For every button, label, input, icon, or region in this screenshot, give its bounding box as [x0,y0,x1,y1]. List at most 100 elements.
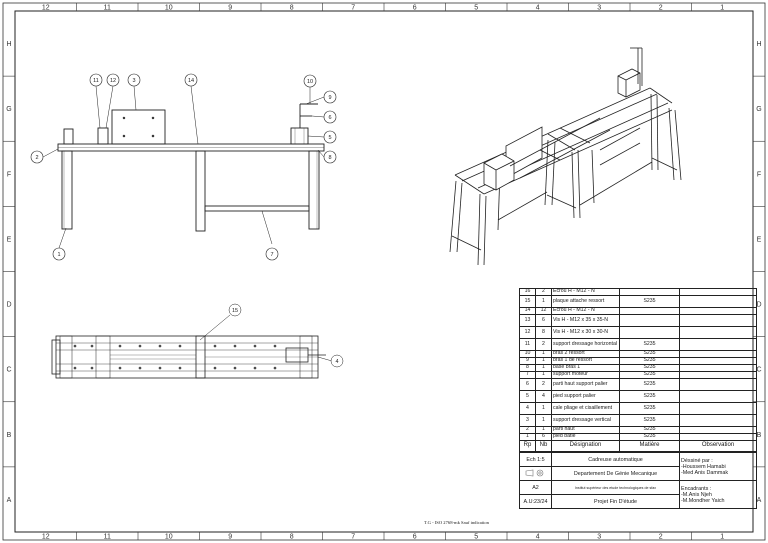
part-designation: Ecrou H - M12 - N [551,288,620,296]
balloon-3 [127,73,141,87]
part-designation: bras 2 ressort [551,350,620,358]
top-view-balloon-labels: 15 4 [232,308,339,365]
part-rp: 15 [519,295,536,308]
cartouche: Ech 1:5 Cadreuse automatique Déssiné par… [519,452,757,509]
balloon-4 [323,110,337,124]
row-label: E [757,236,762,243]
part-observation [679,364,757,372]
balloon-12 [106,73,120,87]
part-nb: 4 [535,390,552,403]
drawn-by-2: -Med Anis Dammak [681,469,729,476]
part-nb: 1 [535,414,552,427]
row-label: G [756,106,761,113]
part-nb: 1 [535,371,552,379]
part-observation [679,326,757,339]
part-rp: 6 [519,378,536,391]
column-label: 10 [165,5,173,12]
column-label: 11 [104,5,111,12]
part-rp: 2 [519,426,536,434]
header-nb: Nb [535,440,552,452]
part-designation: plaque attache ressort [551,295,620,308]
balloon-label-3: 3 [132,78,135,84]
leg-middle [195,150,206,232]
parts-list-header: Rp Nb Désignation Matière Observation [519,440,757,452]
part-observation [679,371,757,379]
column-label: 1 [720,5,724,12]
drawing-title: Cadreuse automatique [551,452,680,467]
part-observation [679,295,757,308]
part-matiere: S235 [619,295,680,308]
column-label: 12 [42,534,50,541]
part-rp: 10 [519,350,536,358]
front-leaders [42,85,325,249]
column-label: 4 [536,534,540,541]
balloon-label-14: 14 [188,78,194,84]
part-matiere: S235 [619,426,680,434]
part-matiere: S235 [619,338,680,351]
part-rp: 1 [519,433,536,441]
part-designation: Vis H - M12 x 35 x 35-N [551,314,620,327]
row-label: H [6,41,11,48]
row-label: H [756,41,761,48]
row-label: G [6,106,11,113]
part-nb: 1 [535,295,552,308]
column-label: 6 [413,534,417,541]
row-label: F [7,171,11,178]
balloon-label-8: 8 [328,155,331,161]
row-label: A [757,497,762,504]
column-label: 6 [413,5,417,12]
header-rp: Rp [519,440,536,452]
column-label: 8 [290,5,294,12]
front-balloon-labels: 1 2 3 6 5 7 8 9 10 11 12 14 [35,78,331,258]
sheet-format: A2 [519,480,552,495]
vertical-plate [111,109,166,145]
part-nb: 1 [535,350,552,358]
supervisor-2: -M.Mondher Yaich [681,497,725,504]
part-observation [679,390,757,403]
row-label: C [756,367,761,374]
balloon-label-7: 7 [270,252,273,258]
part-matiere [619,314,680,327]
row-label: F [757,171,761,178]
part-rp: 3 [519,414,536,427]
drawn-by: Déssiné par : -Houssem Hamabi -Med Anis … [679,452,757,481]
projection-symbol [519,466,552,481]
supervisors: Encadrants : -M.Anis Njeh -M.Mondher Yai… [679,480,757,509]
part-observation [679,357,757,365]
column-label: 9 [228,5,232,12]
front-view [57,103,325,232]
front-balloons [30,73,337,261]
part-matiere: S235 [619,357,680,365]
academic-year: A.U:23/24 [519,494,552,509]
part-nb: 2 [535,378,552,391]
institute: Institut supérieur des etude technologiq… [551,480,680,495]
column-label: 5 [474,534,478,541]
part-designation: Vis H - M12 x 30 x 30-N [551,326,620,339]
column-label: 8 [290,534,294,541]
part-designation: bras 1 de ressort [551,357,620,365]
part-nb: 1 [535,364,552,372]
column-label: 5 [474,5,478,12]
column-label: 9 [228,534,232,541]
isometric-view [449,47,682,266]
balloon-11 [89,73,103,87]
part-designation: Ecrou H - M12 - N [551,307,620,315]
part-designation: pied support palier [551,390,620,403]
part-rp: 16 [519,288,536,296]
balloon-label-15: 15 [232,308,238,314]
column-label: 10 [165,534,173,541]
part-designation: cale pliage et cisaillement [551,402,620,415]
part-observation [679,426,757,434]
part-nb: 2 [535,338,552,351]
balloon-label-5: 5 [328,135,331,141]
lower-brace [204,205,310,212]
